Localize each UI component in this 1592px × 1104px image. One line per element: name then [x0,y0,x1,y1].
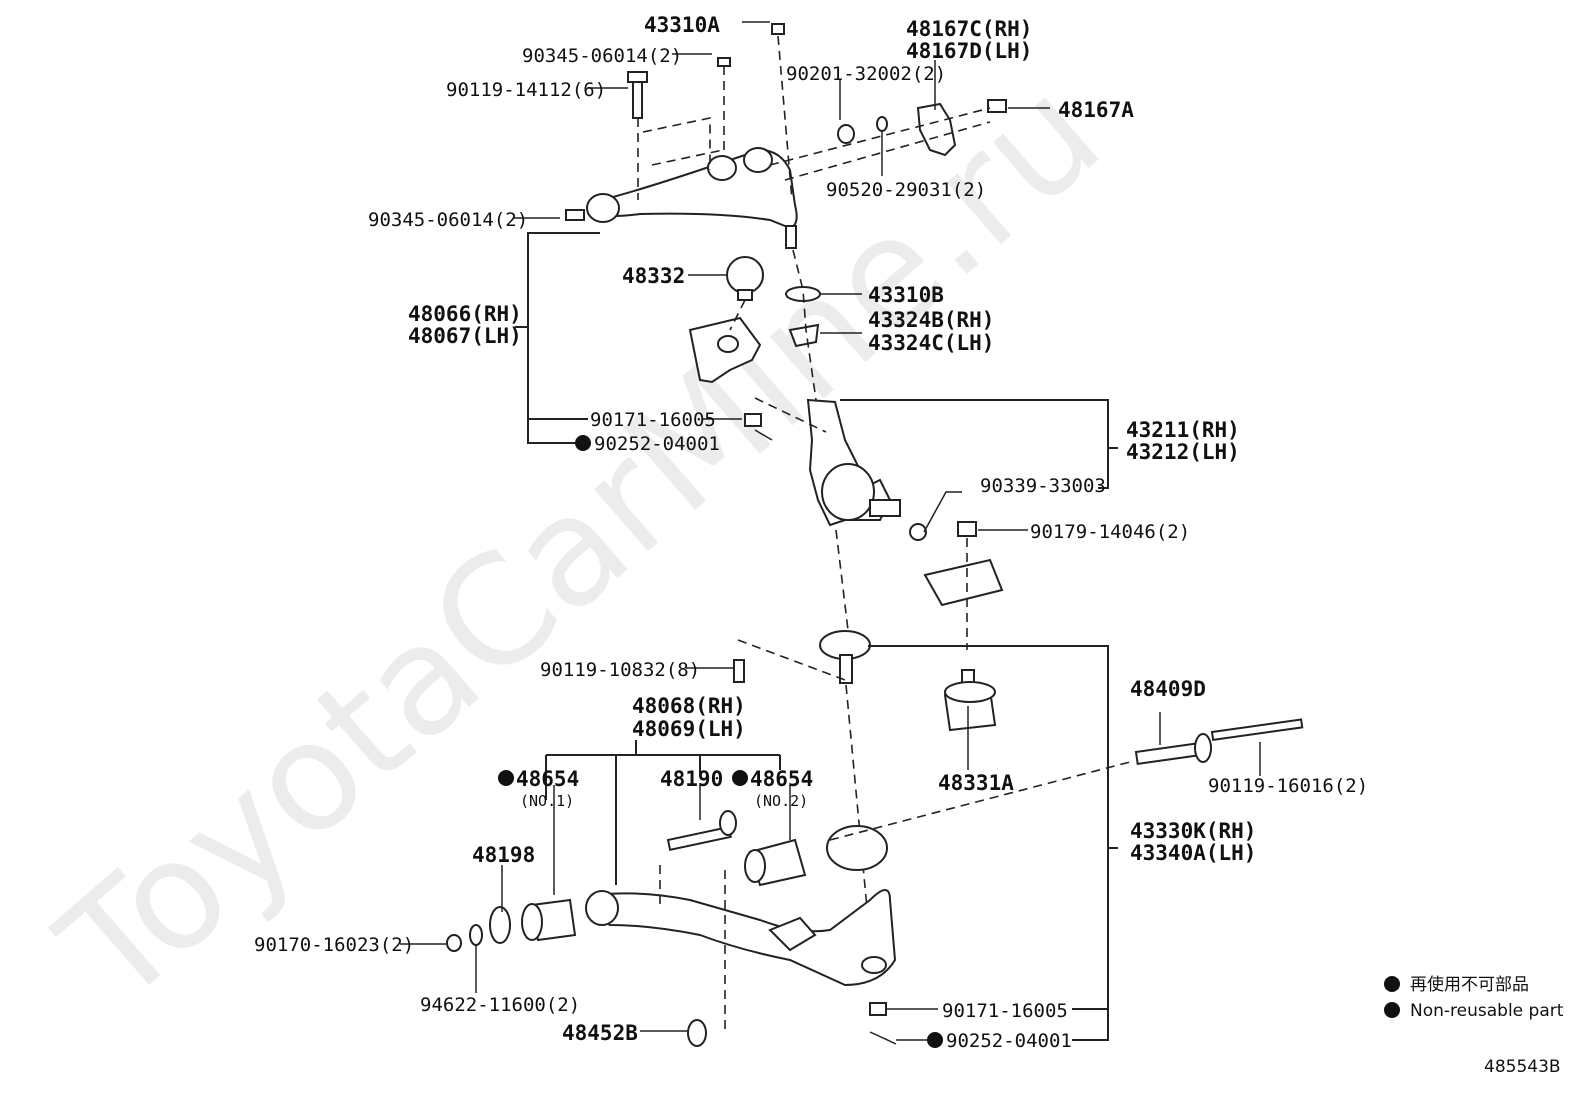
label-48066: 48066(RH) [408,302,522,326]
label-90119-10832: 90119-10832(8) [540,659,700,681]
label-48654-no2: 48654 [750,767,813,791]
label-90171-16005-top: 90171-16005 [590,409,716,431]
label-48067: 48067(LH) [408,324,522,348]
label-90119-14112: 90119-14112(6) [446,79,606,101]
label-48332: 48332 [622,264,685,288]
label-48167A: 48167A [1058,98,1134,122]
label-48654-no2-sub: (NO.2) [754,792,808,810]
lower-bushings [446,639,846,1047]
label-43324C: 43324C(LH) [868,331,994,355]
non-reusable-marker [575,435,591,451]
lower-ball-joint [819,529,871,941]
non-reusable-marker [498,770,514,786]
ball-joint-parts-upper [785,249,821,401]
label-90170-16023: 90170-16023(2) [254,934,414,956]
label-90345-06014-top: 90345-06014(2) [522,45,682,67]
label-90201-32002: 90201-32002(2) [786,63,946,85]
legend-dot-icon [1384,976,1400,992]
label-90339-33003: 90339-33003 [980,475,1106,497]
label-43340A: 43340A(LH) [1130,841,1256,865]
label-48654-no1: 48654 [516,767,579,791]
legend: 再使用不可部品 Non-reusable part [1384,974,1564,1021]
stabilizer-bracket [923,521,1004,732]
lower-nuts [744,397,897,1045]
label-90520-29031: 90520-29031(2) [826,179,986,201]
label-90171-16005-bot: 90171-16005 [942,1000,1068,1022]
label-90179-14046: 90179-14046(2) [1030,521,1190,543]
non-reusable-marker [927,1032,943,1048]
bump-stopper-48332 [688,256,764,384]
label-48331A: 48331A [938,771,1014,795]
label-43211: 43211(RH) [1126,418,1240,442]
leader-lines [400,21,1261,1041]
label-48452B: 48452B [562,1021,638,1045]
legend-dot-icon [1384,1002,1400,1018]
legend-en: Non-reusable part [1410,1001,1564,1021]
diagram-id: 485543B [1484,1057,1561,1077]
label-90345-06014-left: 90345-06014(2) [368,209,528,231]
lower-control-arm [585,825,897,987]
label-43310A: 43310A [644,13,720,37]
upper-bolts [565,23,1007,221]
label-48069: 48069(LH) [632,717,746,741]
upper-control-arm [586,147,798,249]
group-brackets [515,232,1118,1041]
label-48167D: 48167D(LH) [906,39,1032,63]
label-90252-04001-bot: 90252-04001 [946,1030,1072,1052]
label-48409D: 48409D [1130,677,1206,701]
label-48654-no1-sub: (NO.1) [520,792,574,810]
label-94622-11600: 94622-11600(2) [420,994,580,1016]
cam-bolt-48409D [829,718,1304,841]
upper-dashed-guides [637,35,991,201]
label-48068: 48068(RH) [632,694,746,718]
label-43330K: 43330K(RH) [1130,819,1256,843]
label-43310B: 43310B [868,283,944,307]
label-90119-16016: 90119-16016(2) [1208,775,1368,797]
steering-knuckle [806,398,927,541]
legend-jp: 再使用不可部品 [1410,974,1529,995]
label-48167C: 48167C(RH) [906,17,1032,41]
label-90252-04001-top: 90252-04001 [594,433,720,455]
label-48190: 48190 [660,767,723,791]
label-48198: 48198 [472,843,535,867]
non-reusable-marker [732,770,748,786]
label-43212: 43212(LH) [1126,440,1240,464]
label-43324B: 43324B(RH) [868,308,994,332]
part-labels: 43310A 90345-06014(2) 90119-14112(6) 902… [254,13,1368,1052]
